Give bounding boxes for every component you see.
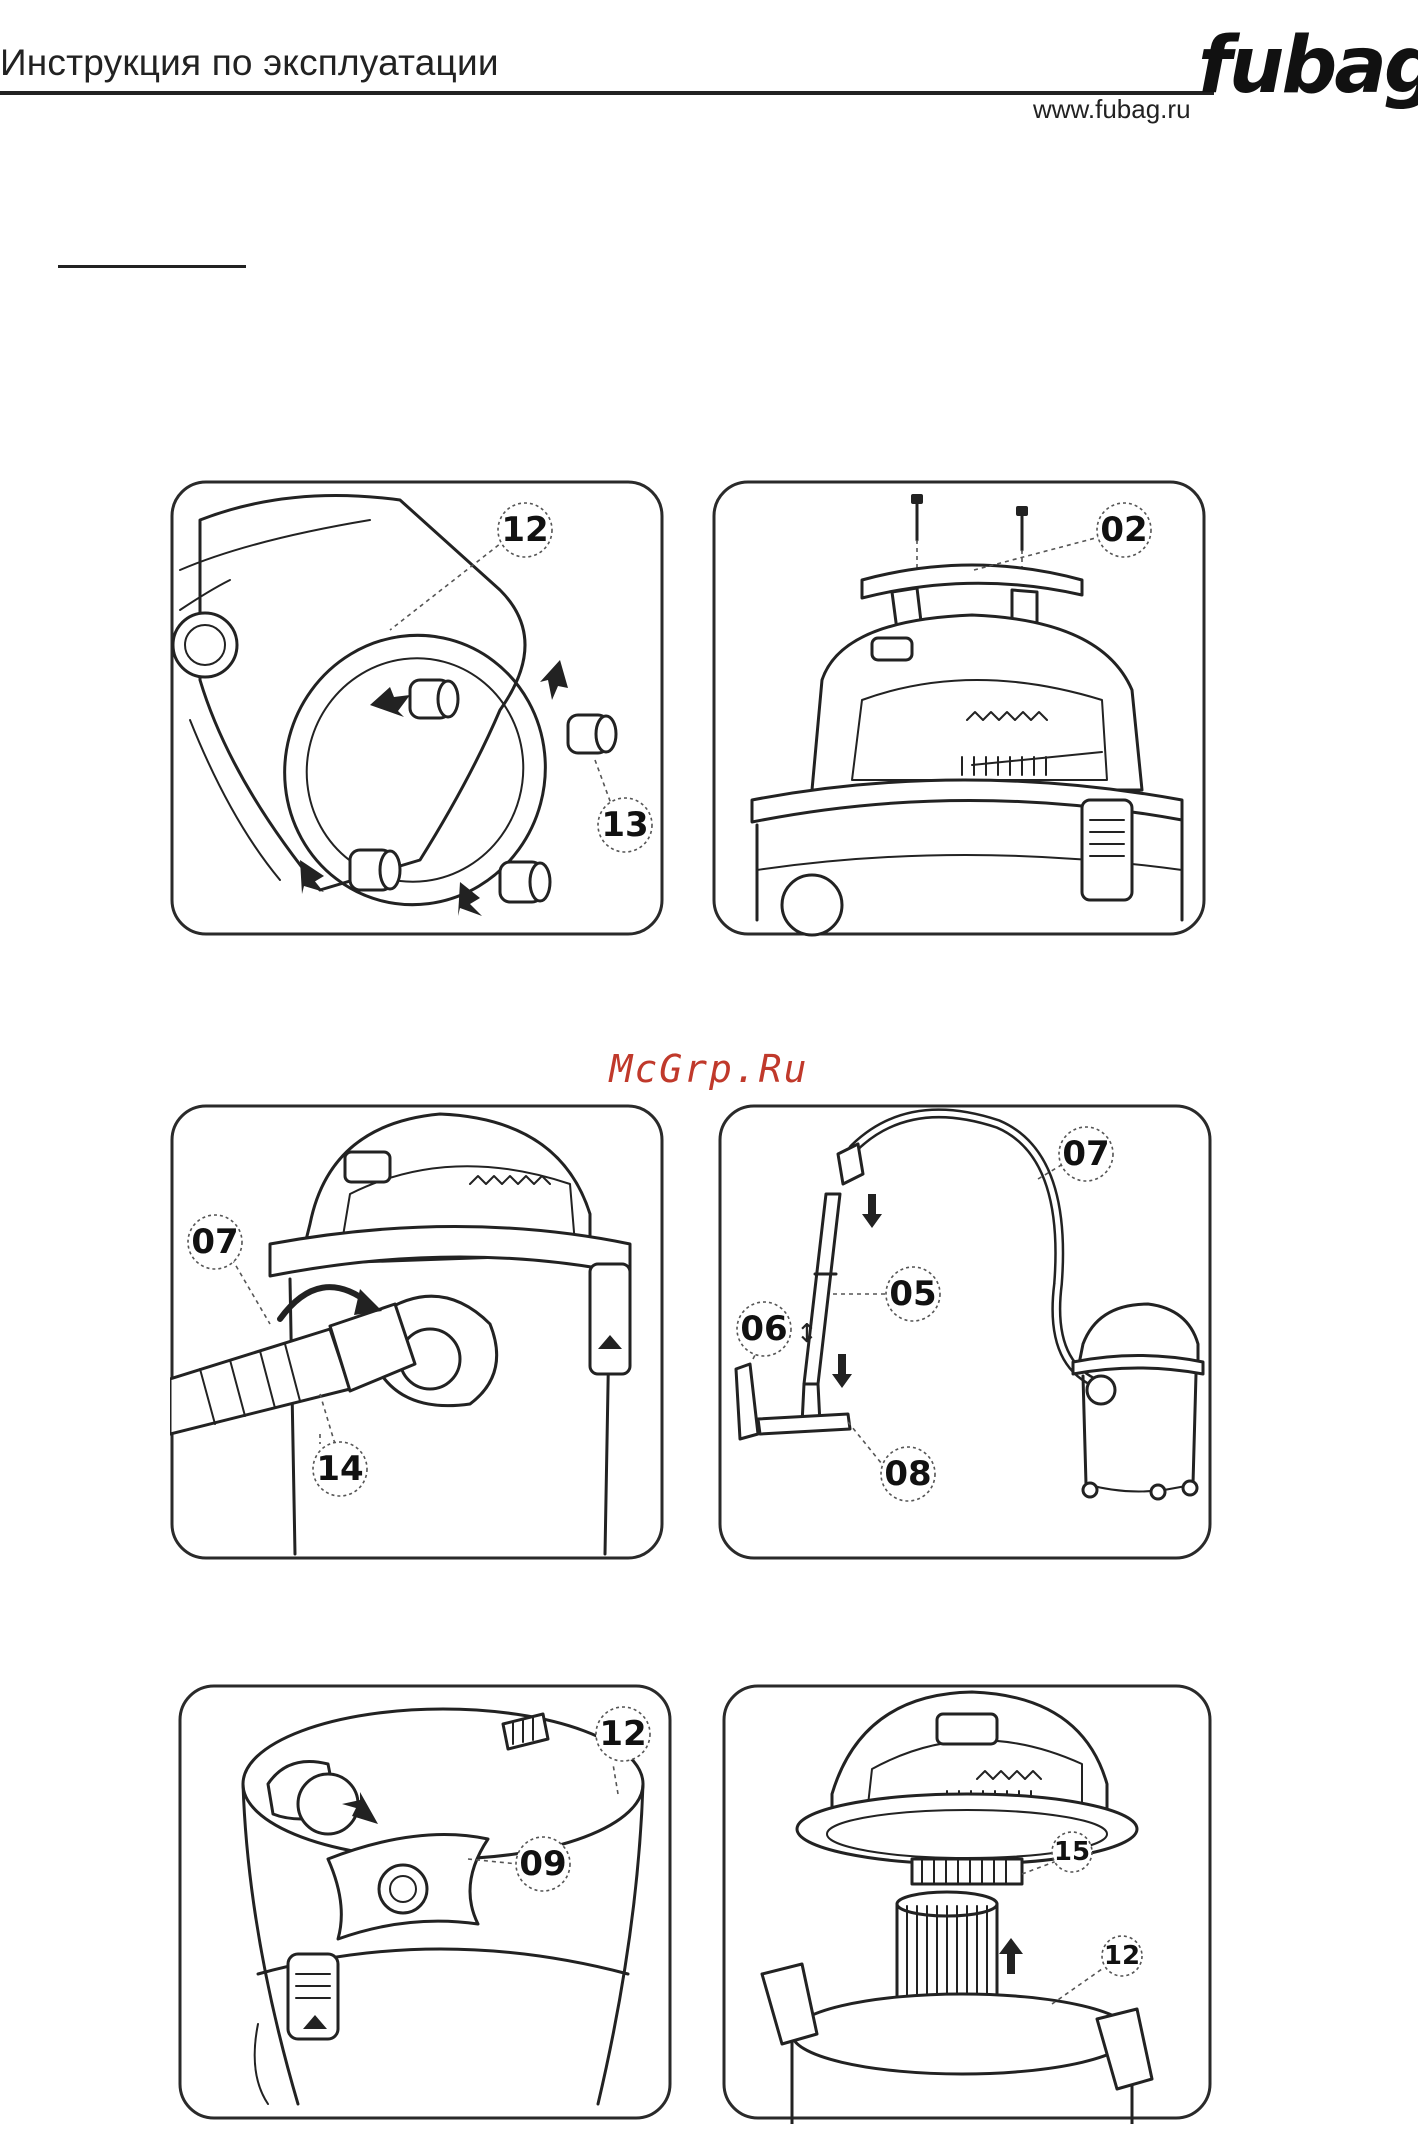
callout-label: 06 <box>740 1309 787 1349</box>
section-heading-underline <box>58 265 246 268</box>
figure-casters: 12 13 <box>170 480 670 940</box>
callout-label: 14 <box>316 1449 363 1489</box>
figure-filter: 15 12 <box>722 1684 1218 2124</box>
callout-label: 12 <box>501 510 548 550</box>
figure-accessories: ↕ 07 05 06 08 <box>718 1104 1218 1564</box>
figure-dust-bag: 12 09 <box>178 1684 678 2124</box>
figure-handle: 02 <box>712 480 1212 940</box>
callout-label: 07 <box>1062 1134 1109 1174</box>
callout-label: 12 <box>1104 1941 1140 1971</box>
page-header-title: Инструкция по эксплуатации <box>0 42 499 84</box>
callout-label: 12 <box>599 1714 646 1754</box>
callout-label: 15 <box>1054 1837 1090 1867</box>
fubag-logo: fubag <box>1196 18 1418 110</box>
figure-hose-inlet: 07 14 <box>170 1104 670 1564</box>
watermark-text: McGrp.Ru <box>0 1047 1418 1091</box>
callout-label: 02 <box>1100 510 1147 550</box>
telescopic-symbol: ↕ <box>796 1319 818 1349</box>
callout-label: 09 <box>519 1844 566 1884</box>
site-url: www.fubag.ru <box>1033 94 1191 125</box>
callout-label: 05 <box>889 1274 936 1314</box>
callout-label: 07 <box>191 1222 238 1262</box>
logo-text: fubag <box>1198 21 1418 110</box>
callout-label: 08 <box>884 1454 931 1494</box>
callout-label: 13 <box>601 805 648 845</box>
header-divider <box>0 91 1214 95</box>
